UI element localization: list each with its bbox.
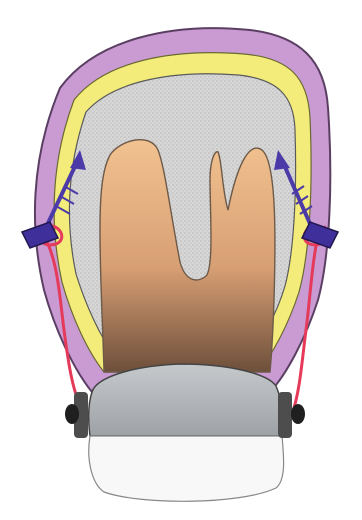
right-knob-icon <box>278 392 305 438</box>
base-white <box>89 436 284 501</box>
crown-cap <box>89 364 283 436</box>
left-knob-icon <box>65 392 88 438</box>
